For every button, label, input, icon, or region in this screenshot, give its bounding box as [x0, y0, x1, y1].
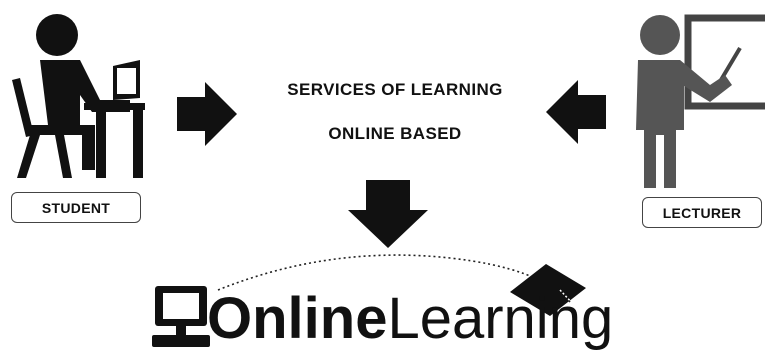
computer-icon — [152, 286, 210, 347]
lecturer-label-box: LECTURER — [642, 197, 762, 228]
logo-bold-text: Online — [207, 286, 388, 351]
online-learning-logo: OnlineLearning — [207, 290, 613, 348]
student-at-laptop-icon — [12, 14, 145, 178]
center-title-line1: SERVICES OF LEARNING — [287, 80, 503, 99]
lecturer-label: LECTURER — [662, 204, 742, 221]
graduation-cap-icon — [510, 264, 586, 316]
logo-regular-text: Learning — [387, 286, 614, 351]
arrow-left-icon — [546, 80, 606, 144]
center-title-line2: ONLINE BASED — [328, 124, 462, 143]
student-label: STUDENT — [41, 199, 111, 216]
arrow-right-icon — [177, 82, 237, 146]
lecturer-at-board-icon — [636, 14, 765, 188]
arrow-down-icon — [348, 180, 428, 248]
student-label-box: STUDENT — [11, 192, 141, 223]
